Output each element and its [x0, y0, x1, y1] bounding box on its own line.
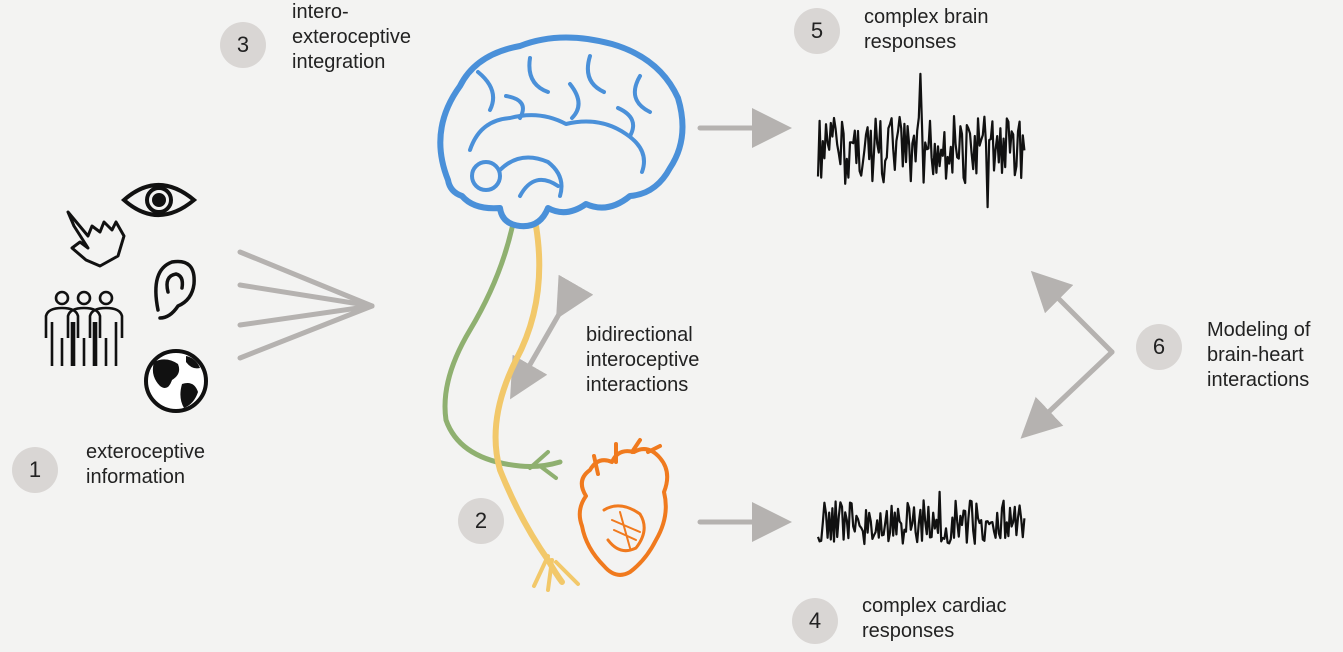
ear-icon — [154, 259, 196, 320]
step-5-label: complex brain responses — [864, 6, 989, 53]
step-2-badge: 2 — [458, 498, 504, 544]
step-3-badge: 3 — [220, 22, 266, 68]
step-4-badge: 4 — [792, 598, 838, 644]
globe-icon — [144, 349, 208, 413]
step-1-label: exteroceptive information — [86, 441, 205, 488]
nerve-icon — [442, 223, 580, 592]
step-6-label: Modeling of brain-heart interactions — [1207, 319, 1311, 391]
hand-icon — [66, 210, 126, 268]
arrow-model-up — [1030, 270, 1115, 355]
people-icon — [44, 290, 124, 366]
step-6-badge: 6 — [1136, 324, 1182, 370]
step-1-badge: 1 — [12, 447, 58, 493]
heart-icon — [577, 438, 670, 577]
eye-icon — [120, 183, 198, 217]
step-5-badge: 5 — [794, 8, 840, 54]
step-3-label: intero- exteroceptive integration — [292, 1, 411, 73]
brain-signal-trace — [816, 72, 1026, 209]
input-funnel — [237, 249, 375, 361]
brain-icon — [437, 34, 686, 230]
step-4-label: complex cardiac responses — [862, 595, 1007, 642]
bidirectional-label: bidirectional interoceptive interactions — [586, 324, 700, 396]
cardiac-signal-trace — [816, 490, 1026, 546]
arrow-model-down — [1020, 349, 1115, 439]
arrow-bidirectional — [510, 274, 594, 400]
